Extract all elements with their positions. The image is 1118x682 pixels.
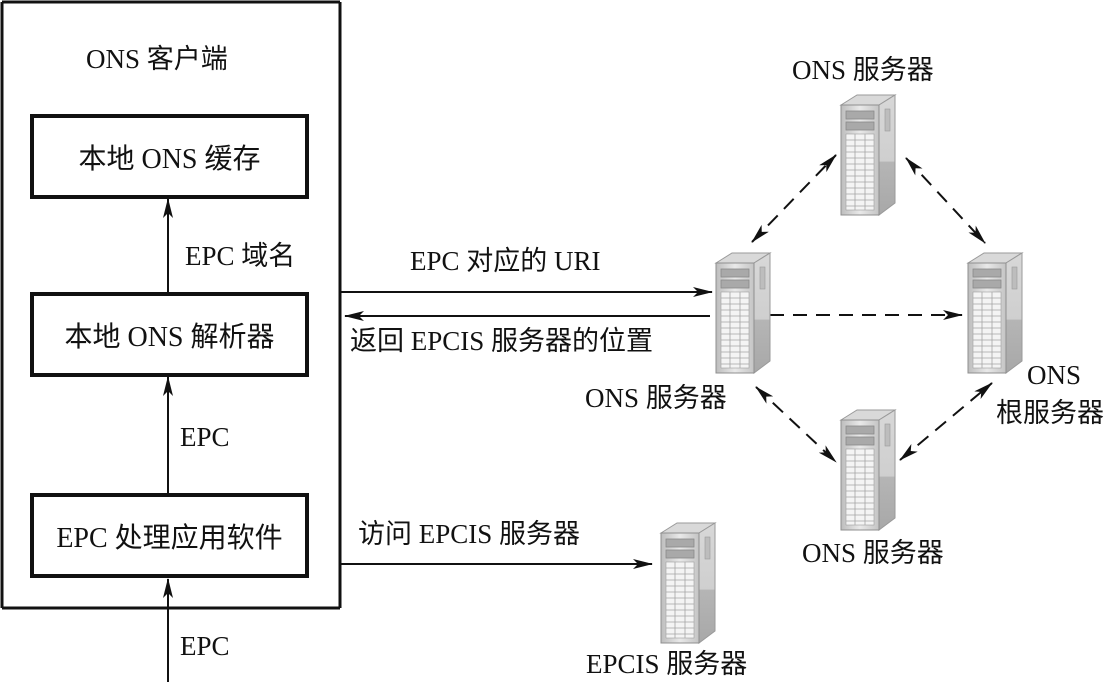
edge-label-epc-mid: EPC (180, 422, 230, 452)
link-bottom-root (899, 382, 993, 461)
ons-root-server-icon[interactable] (967, 252, 1023, 374)
ons-server-bottom-icon[interactable] (840, 409, 896, 531)
edge-label-epc-input: EPC (180, 631, 230, 661)
ons-server-bottom-label: ONS 服务器 (802, 538, 944, 568)
ons-root-server-label-line1: ONS (1027, 360, 1082, 390)
local-ons-cache-box[interactable]: 本地 ONS 缓存 (30, 114, 309, 199)
link-left-bottom (755, 386, 837, 463)
message-return-location: 返回 EPCIS 服务器的位置 (350, 326, 654, 356)
ons-server-left-label: ONS 服务器 (585, 383, 727, 413)
ons-client-title: ONS 客户端 (86, 44, 228, 74)
link-left-top (751, 154, 837, 243)
ons-server-top-icon[interactable] (840, 94, 896, 216)
message-query-uri: EPC 对应的 URI (410, 246, 601, 276)
epcis-server-icon[interactable] (660, 522, 716, 644)
ons-server-top-label: ONS 服务器 (792, 55, 934, 85)
epcis-server-label: EPCIS 服务器 (586, 649, 748, 679)
message-access-epcis: 访问 EPCIS 服务器 (358, 519, 581, 549)
ons-client-frame (0, 0, 342, 610)
local-ons-resolver-box[interactable]: 本地 ONS 解析器 (30, 292, 309, 377)
ons-root-server-label-line2: 根服务器 (996, 398, 1104, 428)
edge-label-epc-domain: EPC 域名 (185, 241, 296, 271)
ons-server-left-icon[interactable] (715, 252, 771, 374)
epc-application-box[interactable]: EPC 处理应用软件 (30, 493, 309, 578)
link-top-root (905, 157, 986, 244)
